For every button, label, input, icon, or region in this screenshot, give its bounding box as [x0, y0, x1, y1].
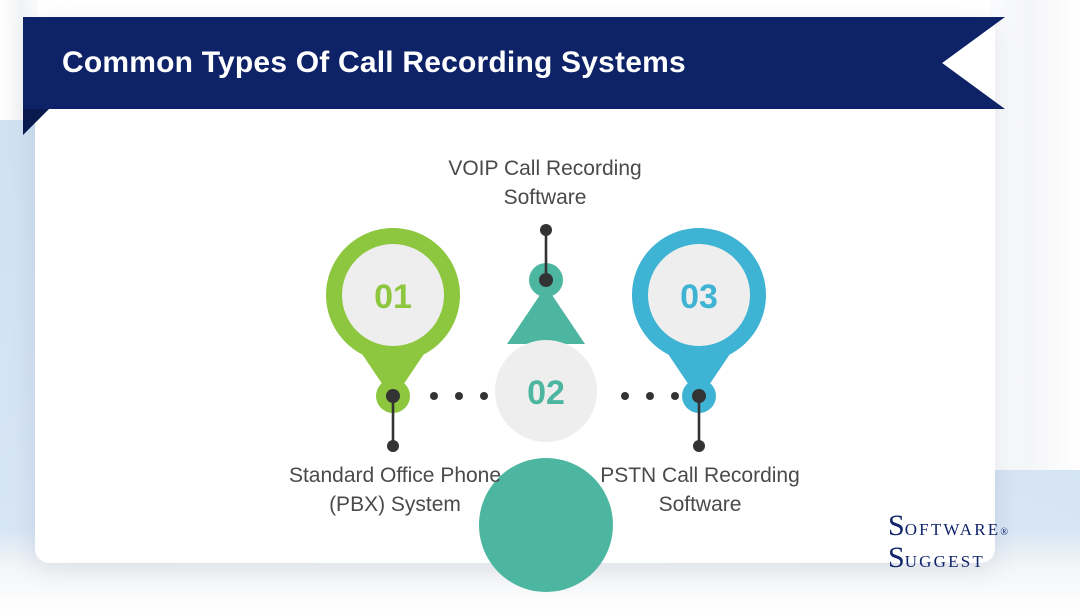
- brand-logo-line-1: S oftware ®: [888, 511, 1008, 541]
- node-label-pstn: PSTN Call Recording Software: [600, 464, 800, 516]
- registered-trademark-icon: ®: [1000, 527, 1008, 538]
- brand-logo-s2: S: [888, 541, 905, 574]
- pin-marker-02[interactable]: 02: [478, 224, 613, 592]
- brand-logo-suggest: uggest: [904, 552, 985, 571]
- connector-dots-left: [430, 392, 488, 400]
- connector-dots-right: [621, 392, 679, 400]
- node-label-pbx: Standard Office Phone (PBX) System: [288, 464, 502, 516]
- header-ribbon: [23, 17, 1005, 109]
- pin-number-01: 01: [374, 278, 412, 316]
- brand-logo-line-2: S uggest: [888, 543, 1008, 573]
- page-title: Common Types Of Call Recording Systems: [62, 46, 686, 79]
- brand-logo: S oftware ® S uggest: [888, 511, 1008, 573]
- pin-marker-03[interactable]: 03: [631, 228, 766, 452]
- pin-number-03: 03: [680, 278, 718, 316]
- pin-marker-01[interactable]: 01: [325, 228, 460, 452]
- node-label-voip: VOIP Call Recording Software: [448, 157, 642, 209]
- pin-number-02: 02: [527, 374, 565, 412]
- brand-logo-s1: S: [888, 509, 905, 542]
- brand-logo-software: oftware: [904, 520, 1001, 539]
